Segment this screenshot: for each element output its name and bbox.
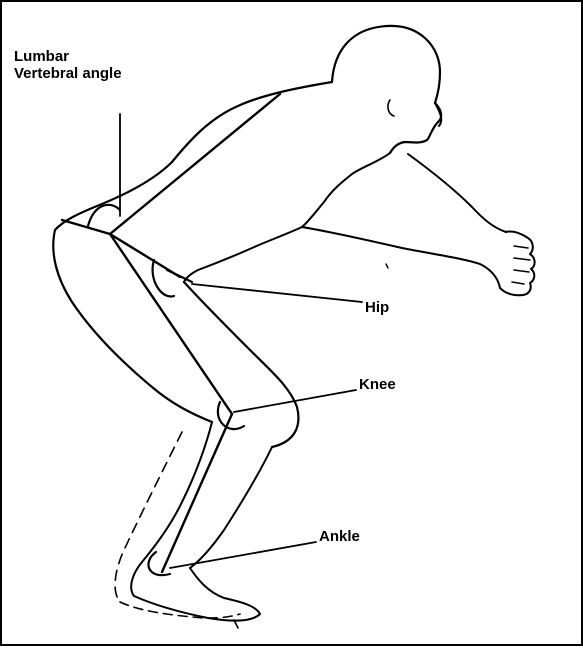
fist-fingers: [512, 246, 530, 284]
fist-outline: [500, 231, 535, 295]
belly-outline: [184, 227, 302, 282]
arm-lower-outline: [302, 227, 500, 288]
knee-leader-line: [234, 390, 356, 412]
arm-upper-outline: [408, 154, 506, 232]
shin-outline: [190, 447, 272, 568]
back-leg-dashed-outline: [115, 432, 182, 602]
lumbar-label: Lumbar: [14, 48, 69, 65]
knee-label: Knee: [359, 376, 396, 393]
thigh-front-outline: [184, 282, 298, 447]
thigh-back-outline: [53, 230, 212, 422]
spine-line: [110, 94, 280, 234]
ankle-leader-line: [170, 542, 316, 568]
hip-label: Hip: [365, 299, 389, 316]
femur-line: [110, 234, 232, 414]
tibia-line: [162, 414, 232, 572]
head-outline: [332, 26, 441, 153]
ear-detail: [388, 100, 394, 116]
hip-leader-line: [192, 284, 362, 302]
back-outline: [55, 82, 332, 230]
ankle-label: Ankle: [319, 528, 360, 545]
chest-outline: [302, 153, 390, 227]
back-foot-dashed-outline: [120, 602, 240, 618]
vertebral-angle-label: Vertebral angle: [14, 65, 122, 82]
small-mark: [386, 264, 388, 268]
